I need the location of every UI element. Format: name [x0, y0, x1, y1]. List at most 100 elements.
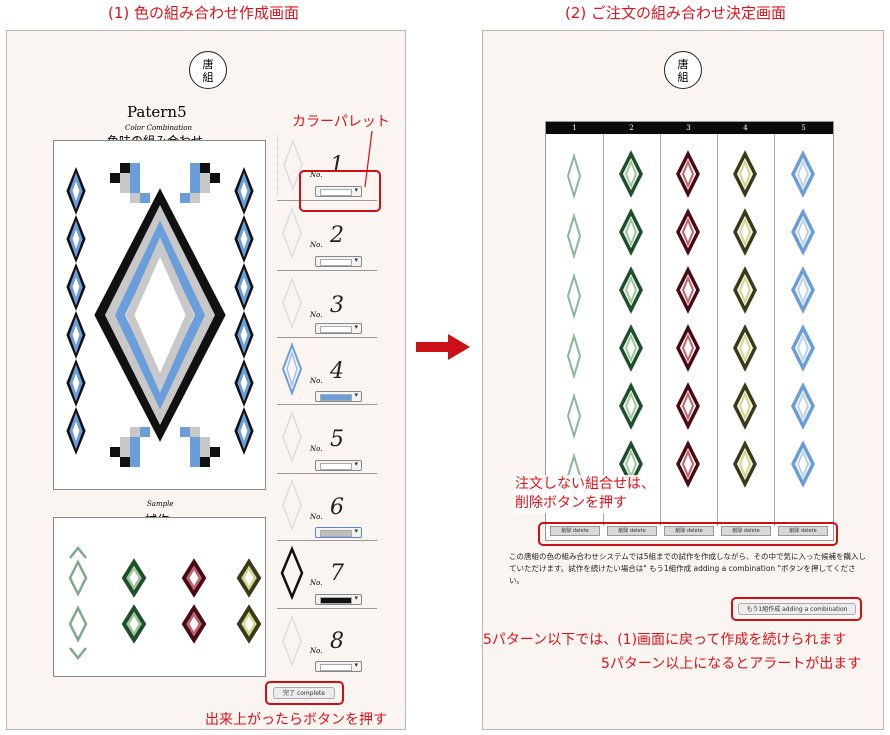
- color-swatch: [320, 664, 352, 671]
- row-divider: [277, 473, 377, 474]
- order-combination-panel: 唐 組 1 2 3 4 5: [482, 30, 884, 730]
- palette-no-label: No.: [310, 647, 323, 655]
- complete-button[interactable]: 完了 complete: [273, 687, 335, 699]
- faint-diamond-icon: [277, 611, 307, 671]
- palette-no-label: No.: [310, 171, 323, 179]
- logo-char-2: 組: [202, 71, 214, 84]
- note-return-to-screen1: 5パターン以下では、(1)画面に戻って作成を続けられます: [483, 632, 847, 648]
- select-arrow-icon: ▾: [354, 391, 358, 399]
- palette-number: 6: [330, 495, 344, 520]
- select-arrow-icon: ▾: [354, 323, 358, 331]
- color-select-1[interactable]: ▾: [315, 186, 362, 197]
- delete-callout: 注文しない組合せは、 削除ボタンを押す: [513, 475, 657, 513]
- faint-diamond-icon: [277, 135, 308, 195]
- faint-diamond-icon: [277, 475, 307, 535]
- palette-number: 7: [330, 561, 344, 586]
- delete-button-3[interactable]: 削除 delete: [664, 526, 714, 536]
- bottom-chevrons: [110, 427, 220, 467]
- row-divider: [277, 608, 377, 609]
- complete-highlight-box: [265, 681, 344, 705]
- delete-button-4[interactable]: 削除 delete: [721, 526, 771, 536]
- logo-char-1: 唐: [677, 58, 689, 71]
- faint-diamond-icon: [277, 203, 307, 263]
- color-swatch: [320, 326, 352, 333]
- palette-no-label: No.: [310, 311, 323, 319]
- select-arrow-icon: ▾: [354, 661, 358, 669]
- color-select-3[interactable]: ▾: [315, 323, 362, 334]
- palette-no-label: No.: [310, 377, 323, 385]
- color-swatch: [320, 597, 352, 604]
- palette-callout-arrow: [364, 130, 373, 188]
- color-swatch: [320, 259, 352, 266]
- color-swatch: [320, 189, 352, 196]
- color-select-5[interactable]: ▾: [315, 460, 362, 471]
- color-select-6[interactable]: ▾: [315, 527, 362, 538]
- sample-braids-graphic: [68, 545, 262, 661]
- add-button-highlight-box: [731, 597, 862, 621]
- select-arrow-icon: ▾: [354, 256, 358, 264]
- column-divider: [717, 134, 718, 526]
- description-text: この唐組の色の組み合わせシステムでは5組までの試作を作成しながら、その中で気に入…: [509, 552, 867, 585]
- pattern-preview: [53, 140, 266, 490]
- delete-callout-line-1: 注文しない組合せは、: [515, 476, 655, 492]
- palette-number: 8: [330, 629, 344, 654]
- color-swatch: [320, 530, 352, 537]
- column-divider: [660, 134, 661, 526]
- column-header: 4: [717, 122, 774, 134]
- delete-callout-line-2: 削除ボタンを押す: [515, 495, 627, 511]
- faint-diamond-icon: [277, 273, 307, 333]
- add-combination-button[interactable]: もう1組作成 adding a combination: [738, 603, 856, 615]
- black-diamond-icon: [277, 543, 307, 603]
- pattern-title: Patern5: [127, 103, 187, 121]
- row-divider: [277, 200, 377, 201]
- row-divider: [277, 337, 377, 338]
- logo-char-2: 組: [677, 71, 689, 84]
- column-header: 5: [774, 122, 833, 134]
- color-swatch: [320, 463, 352, 470]
- palette-no-label: No.: [310, 445, 323, 453]
- column-divider: [603, 134, 604, 526]
- color-select-4[interactable]: ▾: [315, 391, 362, 402]
- palette-no-label: No.: [310, 513, 323, 521]
- column-header: 3: [660, 122, 717, 134]
- palette-number: 5: [330, 427, 344, 452]
- screen1-heading: (1) 色の組み合わせ作成画面: [108, 4, 300, 22]
- top-chevrons: [110, 163, 220, 203]
- color-combination-panel: 唐 組 Patern5 Color Combination 色味の組み合わせ: [6, 30, 406, 730]
- screen2-heading: (2) ご注文の組み合わせ決定画面: [565, 4, 787, 22]
- left-border-strip: [66, 166, 86, 456]
- sample-preview: [53, 517, 266, 677]
- palette-number: 4: [330, 359, 344, 384]
- color-select-2[interactable]: ▾: [315, 256, 362, 267]
- next-screen-arrow-icon: [416, 334, 470, 360]
- row-divider: [277, 404, 377, 405]
- palette-number: 2: [330, 223, 344, 248]
- row-divider: [277, 270, 377, 271]
- braid-columns-graphic: [566, 150, 815, 500]
- palette-no-label: No.: [310, 579, 323, 587]
- select-arrow-icon: ▾: [354, 527, 358, 535]
- subtitle-en: Color Combination: [125, 124, 192, 132]
- column-header: 1: [546, 122, 603, 134]
- logo-char-1: 唐: [202, 58, 214, 71]
- delete-row-highlight-box: [538, 522, 838, 546]
- karagumi-logo: 唐 組: [189, 51, 227, 89]
- color-swatch: [320, 394, 352, 401]
- palette-callout: カラーパレット: [292, 114, 390, 130]
- delete-button-5[interactable]: 削除 delete: [778, 526, 828, 536]
- note-alert: 5パターン以上になるとアラートが出ます: [601, 656, 862, 672]
- delete-button-2[interactable]: 削除 delete: [607, 526, 657, 536]
- select-arrow-icon: ▾: [354, 460, 358, 468]
- row-divider: [277, 540, 377, 541]
- central-diamond: [94, 188, 226, 442]
- select-arrow-icon: ▾: [354, 594, 358, 602]
- palette-number: 3: [330, 293, 344, 318]
- faint-diamond-icon: [277, 407, 307, 467]
- color-select-7[interactable]: ▾: [315, 594, 362, 605]
- color-select-8[interactable]: ▾: [315, 661, 362, 672]
- sample-label-en: Sample: [147, 500, 174, 508]
- column-header: 2: [603, 122, 660, 134]
- blue-diamond-icon: [277, 339, 307, 399]
- delete-button-1[interactable]: 削除 delete: [550, 526, 600, 536]
- right-border-strip: [234, 166, 254, 456]
